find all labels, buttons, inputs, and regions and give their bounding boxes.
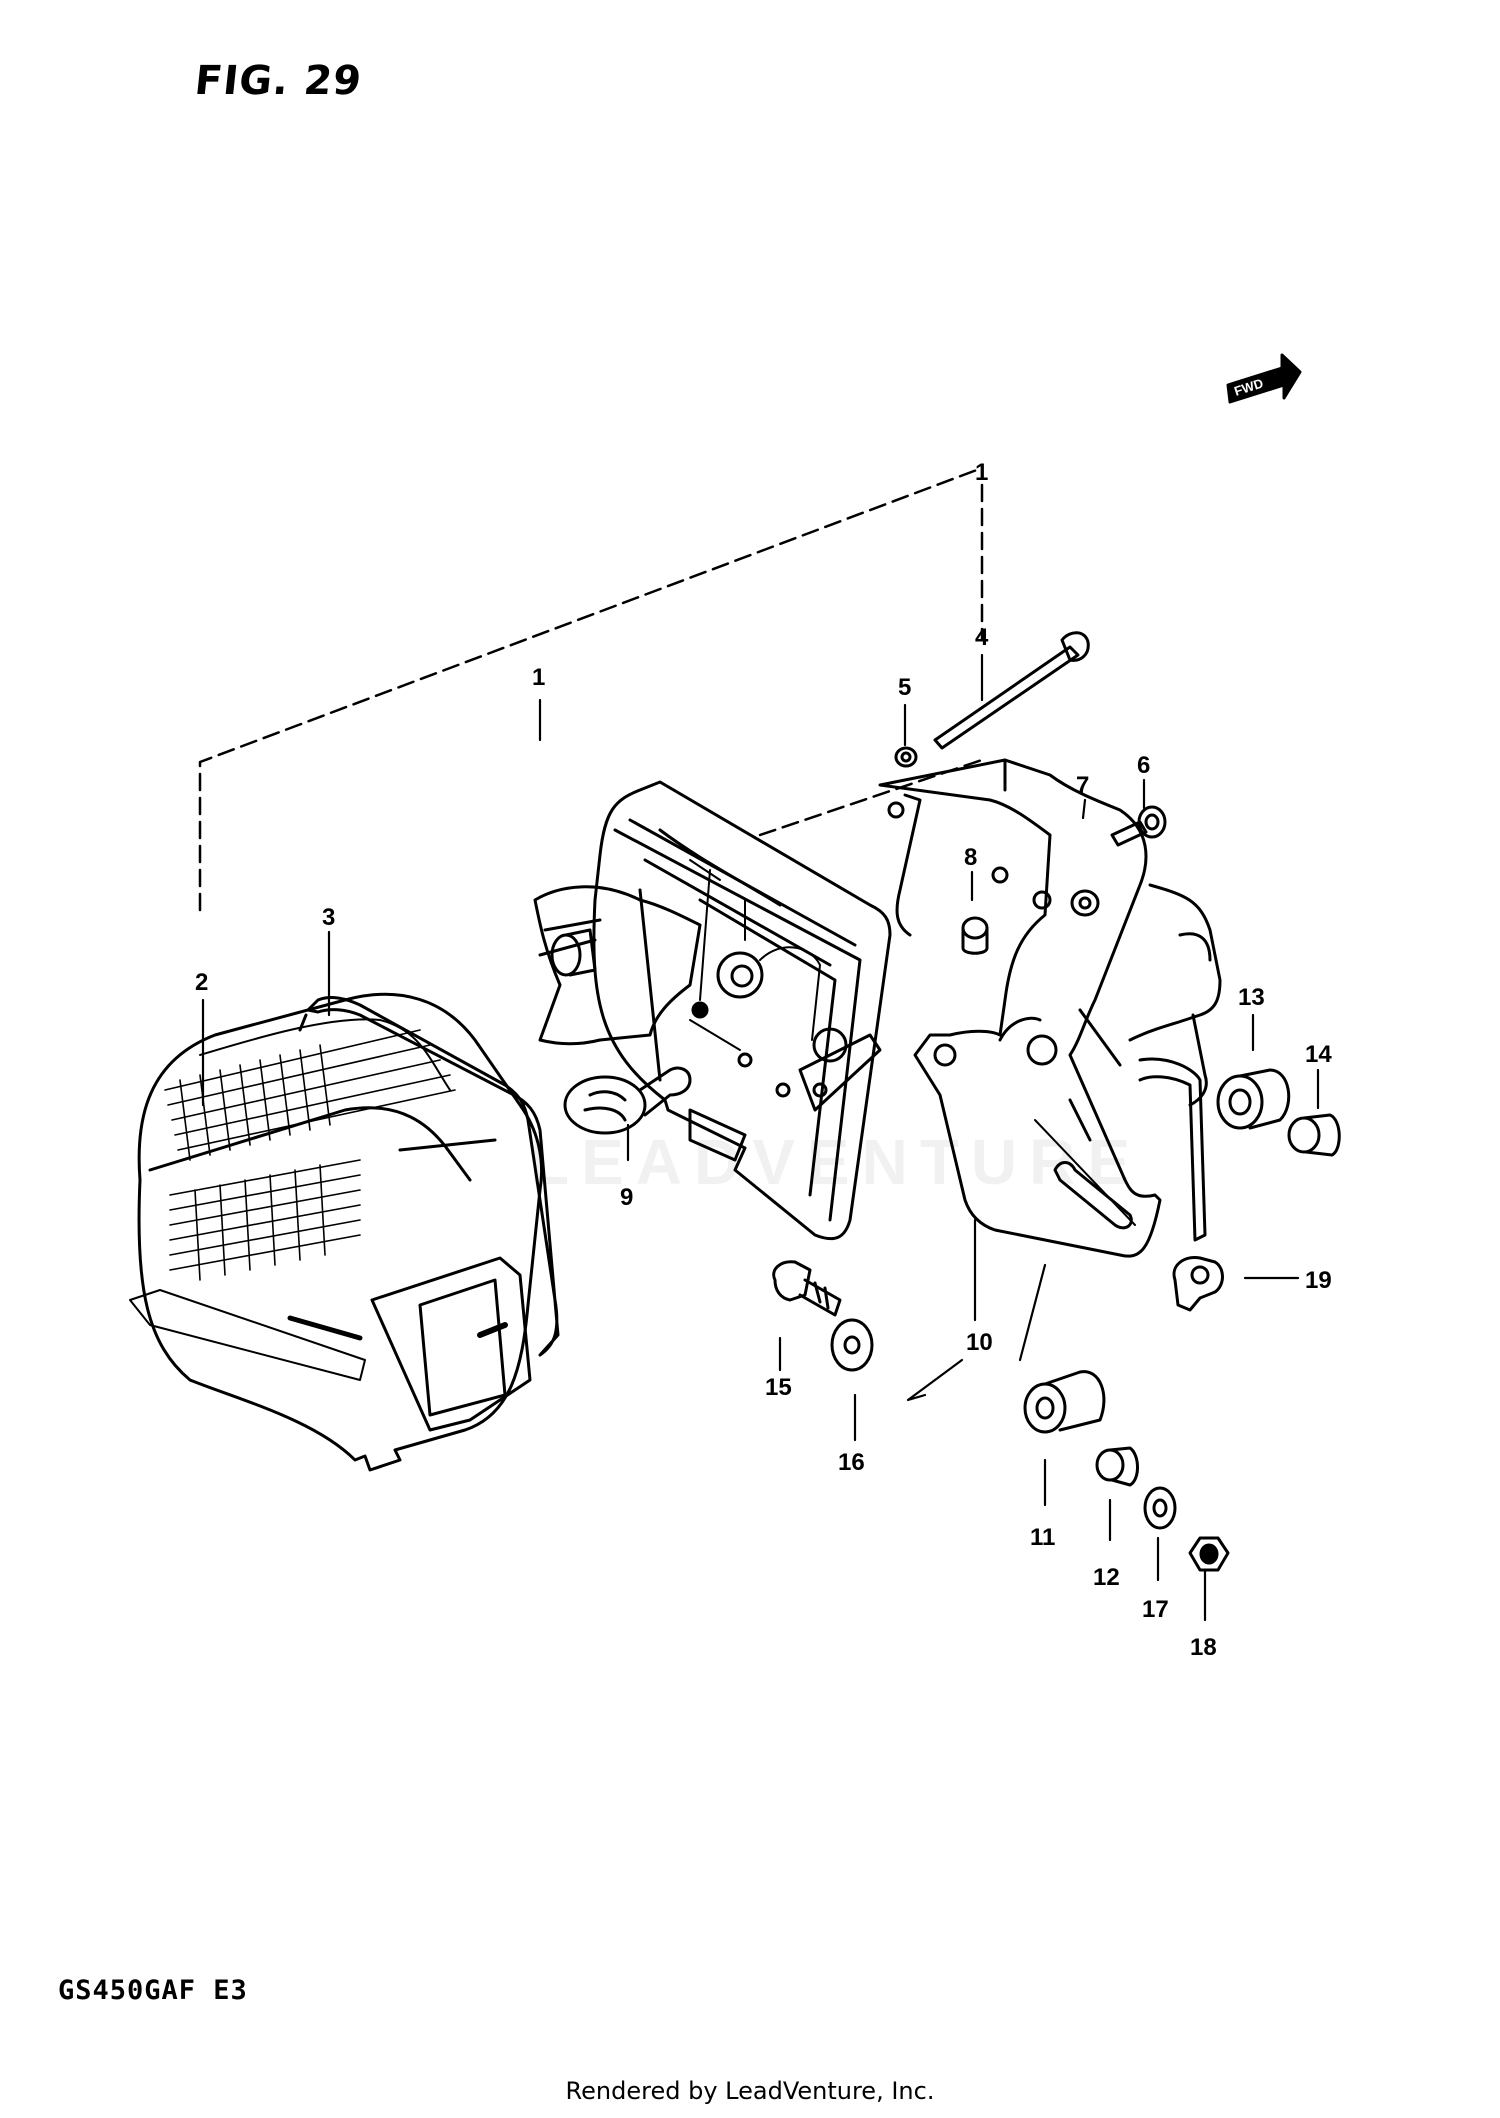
nut-18 xyxy=(1188,1536,1230,1572)
callout-4: 4 xyxy=(975,624,989,651)
callout-1: 1 xyxy=(532,664,545,691)
collar-14 xyxy=(1287,1113,1341,1157)
watermark: LEADVENTURE xyxy=(530,1126,1143,1198)
grommet-13 xyxy=(1216,1068,1291,1130)
mounting-bracket xyxy=(878,758,1162,1258)
model-code: GS450GAF E3 xyxy=(58,1975,248,2006)
screw-6 xyxy=(1110,805,1167,847)
callout-17: 17 xyxy=(1142,1596,1169,1623)
assembly-bracket-lines xyxy=(198,466,984,912)
tail-lamp-lens xyxy=(129,992,544,1472)
bulb-socket xyxy=(550,928,597,977)
bulb xyxy=(563,1066,692,1135)
fwd-arrow-icon: FWD xyxy=(1226,353,1302,404)
callout-2: 2 xyxy=(195,969,208,996)
callout-8: 8 xyxy=(964,844,977,871)
cushion-11 xyxy=(1023,1370,1106,1434)
callout-16: 16 xyxy=(838,1449,865,1476)
callout-14: 14 xyxy=(1305,1041,1332,1068)
washer-7 xyxy=(1070,889,1100,917)
callout-13: 13 xyxy=(1238,984,1265,1011)
callout-15: 15 xyxy=(765,1374,792,1401)
callout-6: 6 xyxy=(1137,752,1150,779)
callout-5: 5 xyxy=(898,674,911,701)
callout-19: 19 xyxy=(1305,1267,1332,1294)
callout-12: 12 xyxy=(1093,1564,1120,1591)
washer-17 xyxy=(1143,1486,1177,1530)
long-bolt xyxy=(933,631,1090,750)
lens-gasket xyxy=(298,996,560,1357)
callout-3: 3 xyxy=(322,904,335,931)
callout-11: 11 xyxy=(1030,1524,1055,1551)
callout-1-top: 1 xyxy=(975,459,988,486)
collar-12 xyxy=(1095,1446,1139,1487)
callout-10: 10 xyxy=(966,1329,993,1356)
washer-5 xyxy=(894,746,918,768)
callout-labels: 1 1 2 3 4 5 6 7 8 9 10 11 12 13 14 15 16… xyxy=(195,459,1332,1661)
lamp-housing-plate xyxy=(592,780,892,1241)
bolt-15 xyxy=(772,1260,842,1317)
footer-credit: Rendered by LeadVenture, Inc. xyxy=(565,2077,935,2105)
callout-18: 18 xyxy=(1190,1634,1217,1661)
reflector-sheet xyxy=(533,885,702,1046)
leader-lines xyxy=(201,653,1320,1622)
spacer-8 xyxy=(961,916,989,955)
callout-7: 7 xyxy=(1076,772,1089,799)
wire-lead xyxy=(1078,1008,1207,1242)
washer-16 xyxy=(830,1318,874,1372)
grommet-19 xyxy=(1172,1255,1224,1312)
callout-9: 9 xyxy=(620,1184,633,1211)
wiring-harness xyxy=(1128,883,1222,1107)
